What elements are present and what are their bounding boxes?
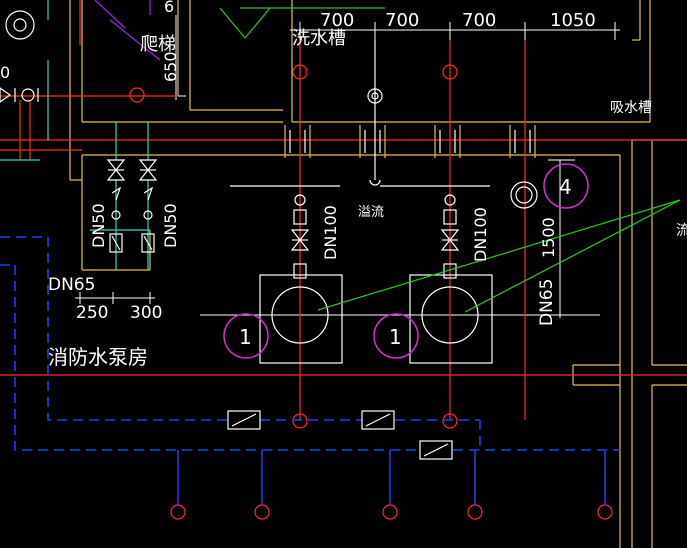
edge-zero: 0	[0, 63, 10, 82]
pipe-dn100-a: DN100	[321, 205, 340, 260]
leader-lines	[317, 199, 681, 313]
dim-300: 300	[130, 303, 162, 323]
callout-4-number: 4	[559, 175, 572, 199]
callouts	[223, 163, 589, 359]
cyan-pipes	[90, 122, 150, 270]
valve-marker	[292, 64, 308, 80]
callout-1b-number: 1	[389, 325, 402, 349]
dim-250: 250	[76, 303, 108, 323]
valve-marker	[382, 504, 398, 520]
room-wash-tank: 洗水槽	[292, 28, 346, 49]
dim-700-b: 700	[385, 10, 419, 31]
dimension-lines	[75, 15, 620, 318]
dim-1050: 1050	[550, 10, 596, 31]
pipe-dn100-b: DN100	[471, 207, 490, 262]
blue-pipes	[0, 236, 620, 451]
dim-1500: 1500	[539, 217, 558, 258]
flow-switch-icon	[227, 410, 453, 460]
suction-inlet	[510, 181, 538, 209]
left-fixtures	[0, 10, 39, 103]
valve-marker	[254, 504, 270, 520]
dim-650: 650	[161, 51, 180, 82]
callout-1b	[373, 313, 419, 359]
purple-lines	[94, 0, 161, 61]
green-lines	[219, 7, 385, 39]
overflow-label: 溢流	[358, 205, 384, 220]
room-ladder: 爬梯	[140, 34, 176, 55]
check-valve-icon	[230, 185, 490, 279]
pipe-dn50-b: DN50	[161, 203, 180, 248]
overflow-funnel-icon	[367, 40, 383, 186]
valve-marker	[292, 413, 308, 429]
valve-marker	[597, 504, 613, 520]
room-pump: 消防水泵房	[48, 345, 148, 369]
valve-marker	[467, 504, 483, 520]
valve-marker	[170, 504, 186, 520]
callout-1a-number: 1	[239, 325, 252, 349]
valve-marker	[442, 64, 458, 80]
dim-700-a: 700	[320, 10, 354, 31]
valve-marker	[442, 413, 458, 429]
top-partial: 6	[164, 0, 174, 16]
pipe-dn50-a: DN50	[89, 203, 108, 248]
callout-1a	[223, 313, 269, 359]
pipe-dn65-left: DN65	[48, 275, 95, 295]
annotations: 700 700 700 1050 6 洗水槽 爬梯 650 吸水槽 溢流 DN1…	[0, 0, 687, 369]
pipe-dn65-right: DN65	[537, 279, 557, 326]
dim-700-c: 700	[462, 10, 496, 31]
gate-valve-icon	[106, 159, 158, 253]
pump-icon	[259, 274, 493, 364]
room-suction-tank: 吸水槽	[610, 100, 652, 116]
edge-char: 流	[676, 223, 687, 239]
flange-fittings	[284, 125, 536, 158]
valve-marker	[129, 87, 145, 103]
callout-4	[543, 163, 589, 209]
